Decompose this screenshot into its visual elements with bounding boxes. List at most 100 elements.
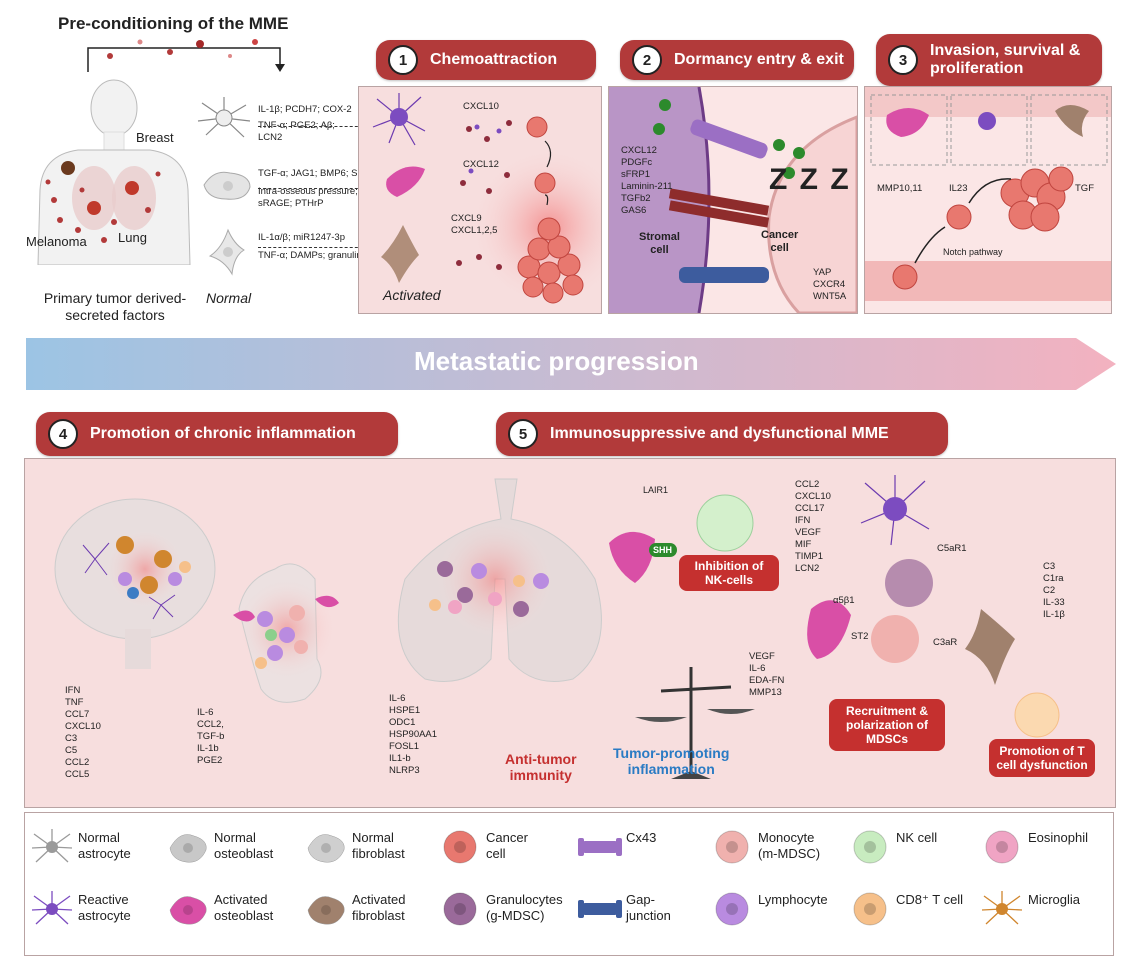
normal-fibroblast-icon: [208, 228, 245, 276]
panel1-title: Chemoattraction: [430, 51, 558, 68]
panel5-title: Immunosuppressive and dysfunctional MME: [550, 425, 889, 442]
legend-label: Gap- junction: [626, 892, 671, 923]
panel1-chemokine-1: CXCL10: [463, 101, 499, 112]
normal-osteoblast-icon: [203, 171, 251, 200]
panel4-number: 4: [48, 419, 78, 449]
panel3-illustration: [865, 87, 1111, 301]
lymphocyte-icon: [710, 890, 754, 928]
shh-label: SHH: [653, 545, 673, 555]
activated-osteoblast-icon: [166, 890, 210, 928]
preconditioning-title: Pre-conditioning of the MME: [58, 14, 289, 33]
arrow-factor-1: [258, 126, 368, 127]
factor-group-3: IL-1α/β; miR1247-3p TNF-α; DAMPs; granul…: [258, 232, 362, 261]
panel3-label-il23: IL23: [949, 183, 968, 194]
panel4-title: Promotion of chronic inflammation: [90, 425, 356, 442]
tumor-promoting-label: Tumor-promoting inflammation: [613, 745, 730, 777]
panel3-label-tgf: TGF: [1075, 183, 1094, 194]
arrow-factor-3: [258, 247, 368, 248]
preconditioning-arc: [87, 39, 285, 72]
mdsc-recruitment-box: Recruitment & polarization of MDSCs: [829, 699, 945, 751]
legend-label: Normal astrocyte: [78, 830, 131, 861]
panel5-number: 5: [508, 419, 538, 449]
legend-label: Normal fibroblast: [352, 830, 405, 861]
panel1-chemokine-3: CXCL9: [451, 213, 482, 224]
legend-label: Cancer cell: [486, 830, 528, 861]
label-lung: Lung: [118, 230, 147, 245]
panel1-header: 1 Chemoattraction: [376, 40, 596, 80]
legend-label: Lymphocyte: [758, 892, 828, 907]
metastatic-progression-label: Metastatic progression: [414, 346, 699, 376]
panel5-illustration: [609, 475, 1060, 779]
cx43-icon: [578, 828, 622, 866]
gap-junction-icon: [578, 890, 622, 928]
panel2-header: 2 Dormancy entry & exit: [620, 40, 854, 80]
activated-fibroblast-icon: [304, 890, 348, 928]
microglia-icon: [980, 890, 1024, 928]
anti-tumor-immunity-label: Anti-tumor immunity: [505, 751, 577, 783]
human-body-figure: [37, 79, 191, 265]
c5ar1-label: C5aR1: [937, 543, 967, 554]
cd8-t-cell-icon: [848, 890, 892, 928]
legend-label: Normal osteoblast: [214, 830, 274, 861]
legend-label: Microglia: [1028, 892, 1081, 907]
panel2-cancer-label: Cancer cell: [761, 229, 799, 254]
t-cell-dysfunction-box: Promotion of T cell dysfunction: [989, 739, 1095, 777]
panel1-chemokine-2: CXCL12: [463, 159, 499, 170]
panel1-activated-label: Activated: [383, 287, 441, 303]
metastatic-progression-arrow: [26, 338, 1116, 390]
a5b1-label: α5β1: [833, 595, 855, 606]
label-melanoma: Melanoma: [26, 234, 87, 249]
panel2-illustration: [609, 87, 857, 313]
panel1-chemokine-4: CXCL1,2,5: [451, 225, 498, 236]
legend-label: CD8⁺ T cell: [896, 892, 964, 907]
legend-label: Granulocytes (g-MDSC): [486, 892, 563, 923]
normal-fibroblast-icon: [304, 828, 348, 866]
panel3-label-mmp: MMP10,11: [877, 183, 923, 194]
factor-group-2: TGF-α; JAG1; BMP6; SCUBE2 Intra-osseous …: [258, 168, 390, 209]
panel3-header: 3 Invasion, survival & proliferation: [876, 34, 1102, 86]
normal-osteoblast-icon: [166, 828, 210, 866]
st2-label: ST2: [851, 631, 869, 642]
panel1-illustration: [372, 93, 601, 307]
legend-box: [24, 812, 1114, 956]
arrow-factor-2: [258, 188, 368, 189]
panel2-stromal-label: Stromal cell: [639, 231, 680, 256]
label-breast: Breast: [136, 130, 174, 145]
panel3-title: Invasion, survival & proliferation: [930, 42, 1081, 77]
monocyte-icon: [710, 828, 754, 866]
panel1-box: CXCL10 CXCL12 CXCL9 CXCL1,2,5 Activated: [358, 86, 602, 314]
panel4-header: 4 Promotion of chronic inflammation: [36, 412, 398, 456]
legend-label: NK cell: [896, 830, 938, 845]
normal-astrocyte-icon: [197, 97, 251, 138]
legend-label: Eosinophil: [1028, 830, 1088, 845]
label-normal: Normal: [206, 290, 252, 306]
nk-inhibition-box: Inhibition of NK-cells: [679, 555, 779, 591]
c3ar-label: C3aR: [933, 637, 958, 648]
cancer-cell-icon: [438, 828, 482, 866]
legend-label: Cx43: [626, 830, 657, 845]
panel2-zzz: Z Z Z: [769, 163, 851, 196]
panel1-number: 1: [388, 45, 418, 75]
panel3-label-notch: Notch pathway: [943, 247, 1003, 257]
nk-cell-icon: [848, 828, 892, 866]
legend-label: Reactive astrocyte: [78, 892, 131, 923]
granulocyte-icon: [438, 890, 482, 928]
legend-label: Activated fibroblast: [352, 892, 406, 923]
panel2-title: Dormancy entry & exit: [674, 51, 844, 68]
eosinophil-icon: [980, 828, 1024, 866]
panel3-number: 3: [888, 45, 918, 75]
panel5-header: 5 Immunosuppressive and dysfunctional MM…: [496, 412, 948, 456]
panel4-organs-illustration: [54, 478, 602, 703]
label-primary-tumor: Primary tumor derived- secreted factors: [43, 290, 187, 323]
panel2-number: 2: [632, 45, 662, 75]
legend-label: Monocyte (m-MDSC): [758, 830, 821, 861]
